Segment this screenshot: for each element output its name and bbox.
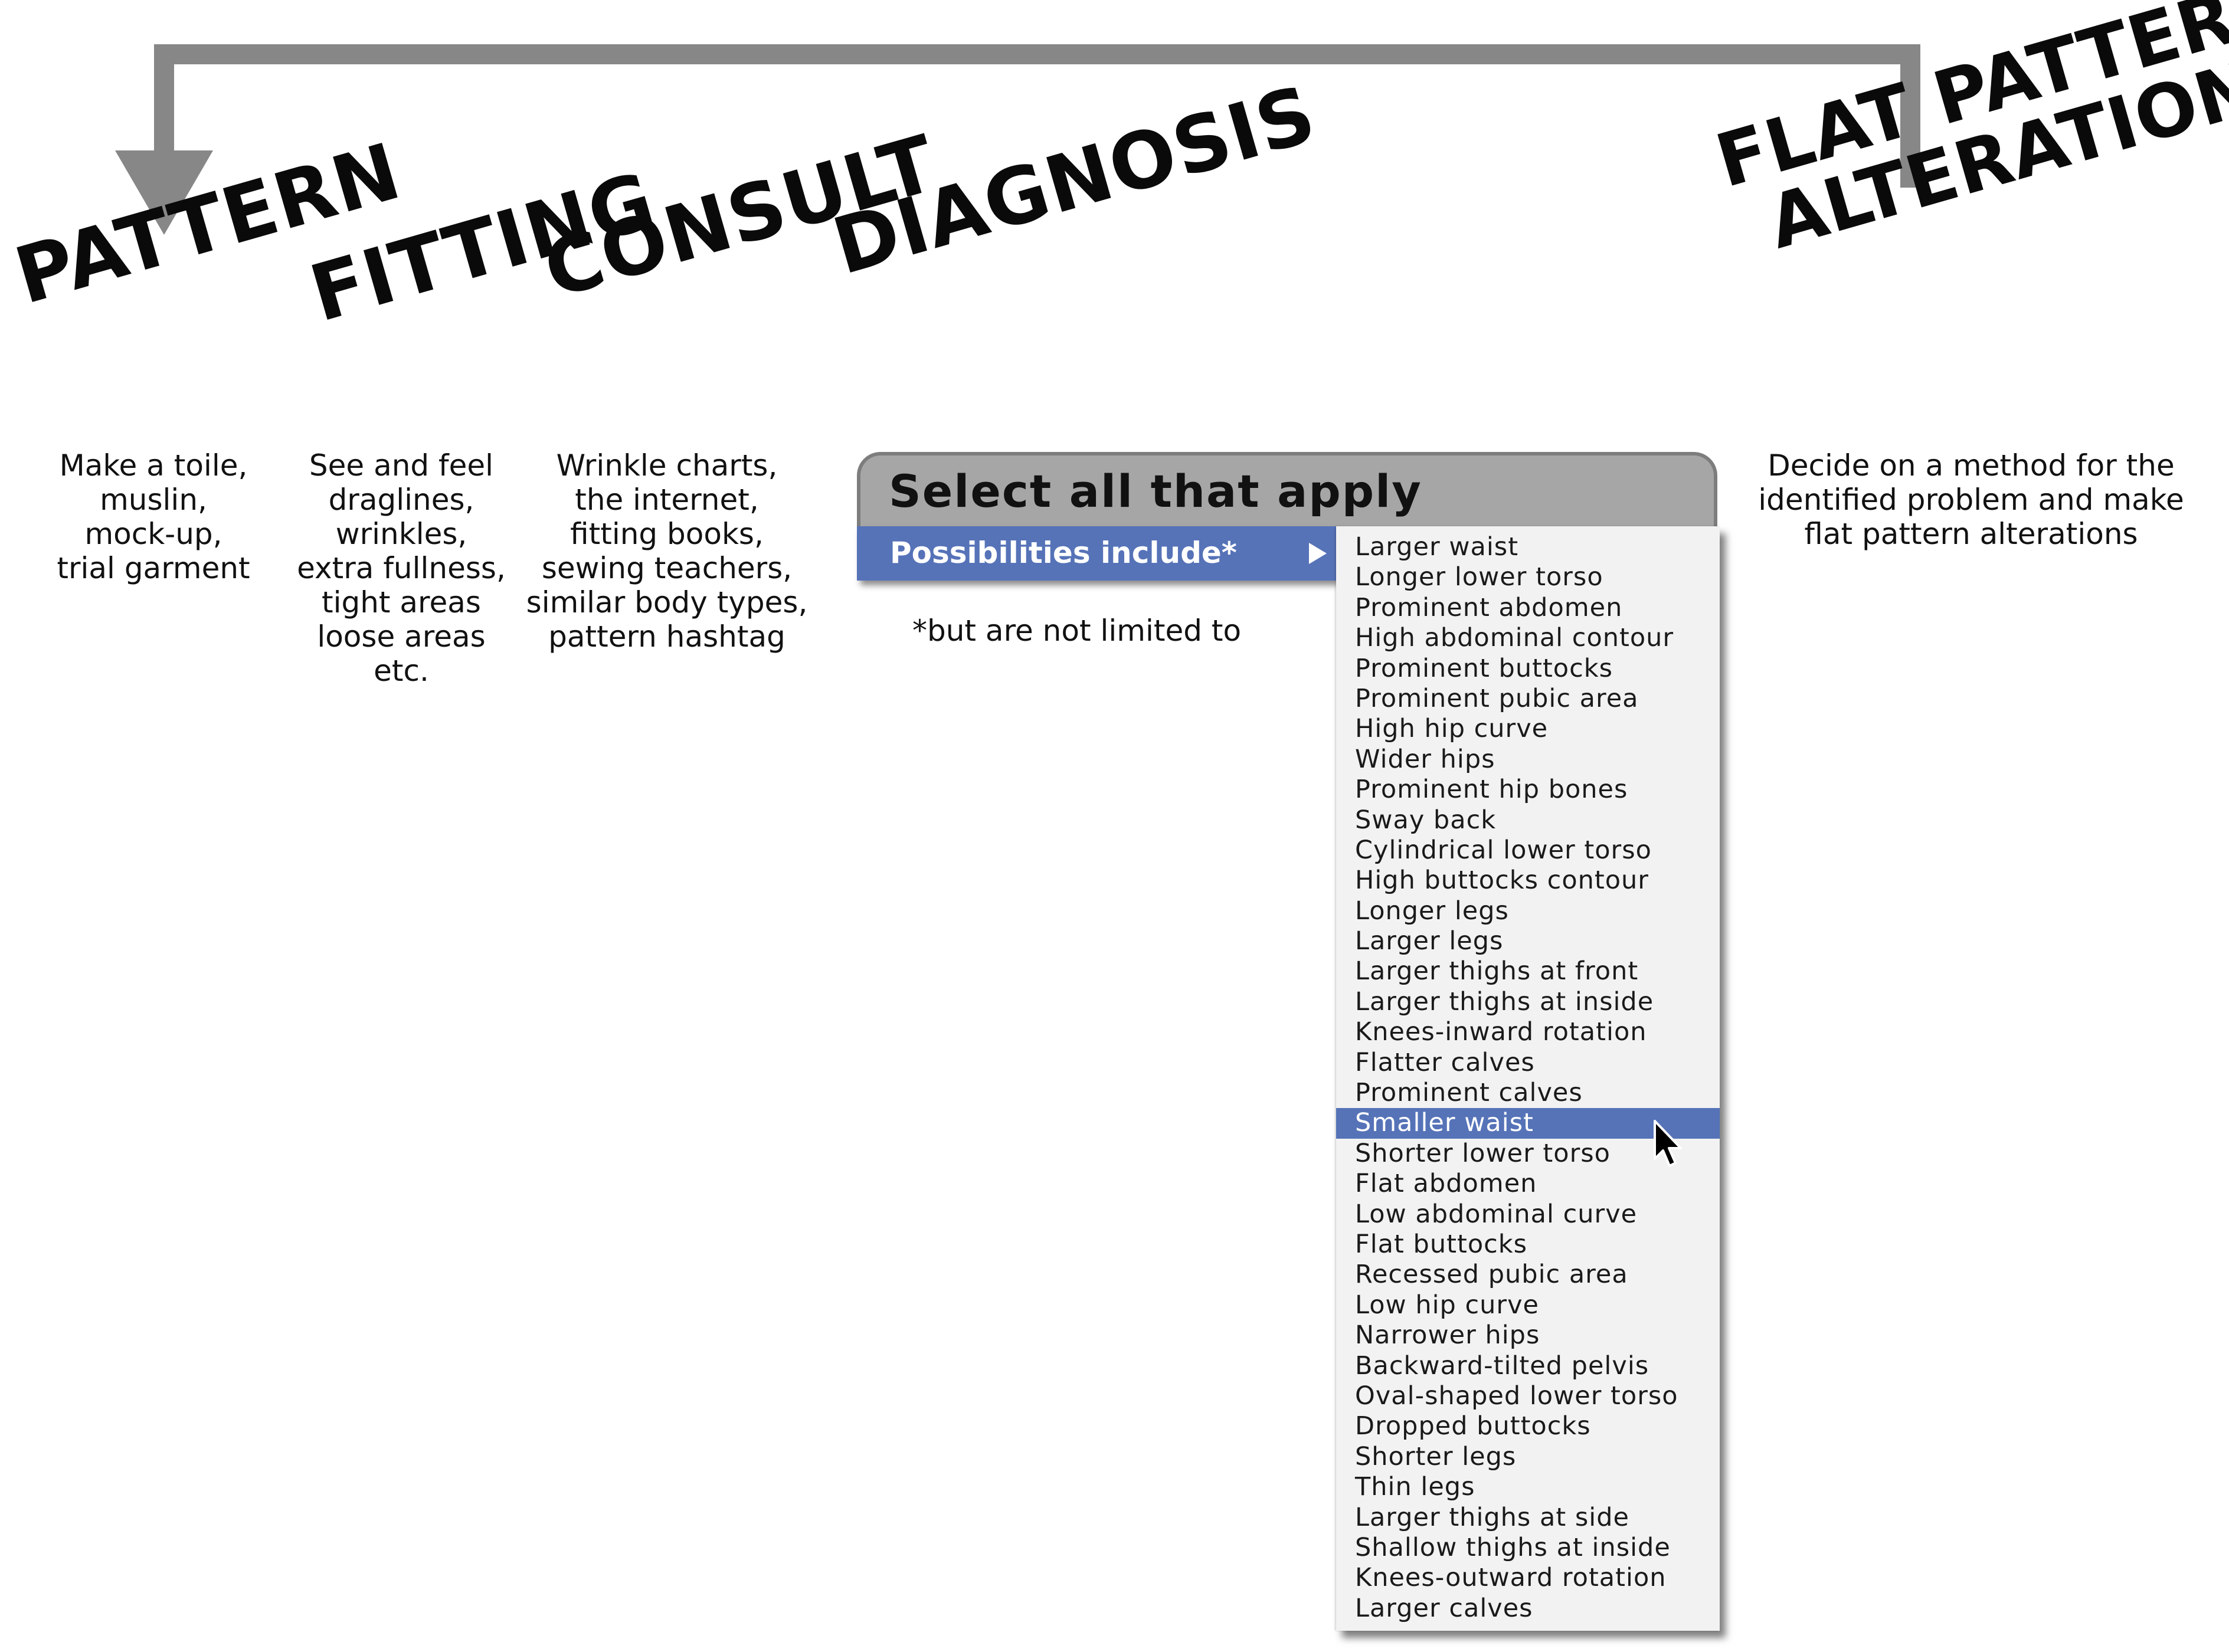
dialog-title: Select all that apply: [889, 465, 1422, 517]
submenu-option[interactable]: Narrower hips: [1355, 1320, 1540, 1351]
submenu-option[interactable]: Knees-outward rotation: [1355, 1563, 1667, 1593]
step-description-fitting: See and feel draglines, wrinkles, extra …: [297, 448, 506, 688]
submenu-option[interactable]: Prominent buttocks: [1355, 653, 1613, 683]
submenu-option[interactable]: Larger legs: [1355, 926, 1504, 956]
submenu-option[interactable]: Prominent abdomen: [1355, 592, 1623, 622]
step-description-flat-pattern-alteration: Decide on a method for the identified pr…: [1758, 448, 2184, 551]
submenu-option[interactable]: High abdominal contour: [1355, 623, 1674, 653]
submenu-option[interactable]: High hip curve: [1355, 714, 1549, 744]
submenu-option[interactable]: Thin legs: [1355, 1472, 1475, 1502]
submenu-option[interactable]: Wider hips: [1355, 744, 1495, 774]
submenu-option[interactable]: High buttocks contour: [1355, 866, 1649, 896]
submenu-option[interactable]: Backward-tilted pelvis: [1355, 1351, 1649, 1381]
submenu-option[interactable]: Knees-inward rotation: [1355, 1017, 1647, 1047]
submenu-option[interactable]: Recessed pubic area: [1355, 1260, 1628, 1290]
submenu-option[interactable]: Flatter calves: [1355, 1047, 1535, 1077]
submenu-option[interactable]: Longer lower torso: [1355, 562, 1603, 592]
submenu-option[interactable]: Low hip curve: [1355, 1290, 1539, 1320]
submenu-option[interactable]: Prominent pubic area: [1355, 683, 1639, 713]
step-description-consult: Wrinkle charts, the internet, fitting bo…: [526, 448, 808, 654]
submenu-option[interactable]: Oval-shaped lower torso: [1355, 1381, 1678, 1411]
submenu-option[interactable]: Dropped buttocks: [1355, 1411, 1591, 1441]
submenu-option[interactable]: Prominent calves: [1355, 1078, 1583, 1108]
submenu-option[interactable]: Larger thighs at front: [1355, 956, 1639, 986]
submenu-option[interactable]: Prominent hip bones: [1355, 775, 1628, 805]
submenu-option[interactable]: Shorter legs: [1355, 1441, 1517, 1471]
menu-item-label: Possibilities include*: [890, 536, 1237, 570]
submenu-option[interactable]: Sway back: [1355, 805, 1497, 835]
step-description-pattern: Make a toile, muslin, mock-up, trial gar…: [57, 448, 250, 585]
submenu-option[interactable]: Flat abdomen: [1355, 1169, 1537, 1199]
footnote: *but are not limited to: [912, 614, 1242, 648]
triangle-right-icon: [1309, 543, 1327, 564]
mouse-pointer-icon: [1654, 1120, 1682, 1167]
submenu-option[interactable]: Shallow thighs at inside: [1355, 1532, 1671, 1562]
submenu-option[interactable]: Flat buttocks: [1355, 1229, 1528, 1259]
submenu-option[interactable]: Low abdominal curve: [1355, 1199, 1638, 1229]
submenu-option[interactable]: Larger waist: [1355, 532, 1519, 562]
submenu-option[interactable]: Longer legs: [1355, 896, 1509, 926]
select-dialog-header: Select all that apply: [857, 452, 1717, 526]
submenu-option[interactable]: Larger thighs at side: [1355, 1502, 1629, 1532]
submenu-option[interactable]: Larger thighs at inside: [1355, 986, 1654, 1017]
submenu-option[interactable]: Shorter lower torso: [1355, 1138, 1611, 1168]
possibilities-menu-item[interactable]: Possibilities include*: [857, 526, 1336, 581]
submenu-option[interactable]: Cylindrical lower torso: [1355, 835, 1652, 865]
submenu-option[interactable]: Larger calves: [1355, 1593, 1533, 1623]
